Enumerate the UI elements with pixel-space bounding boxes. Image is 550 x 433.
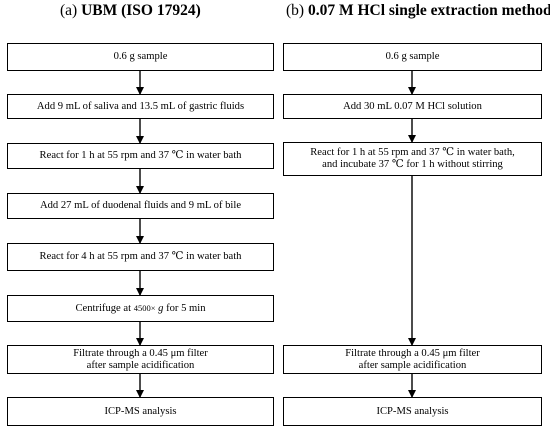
panel-b-title: 0.07 M HCl single extraction method	[307, 2, 550, 19]
panel-a-heading: (a) UBM (ISO 17924)	[60, 2, 201, 20]
a-step-react-1h: React for 1 h at 55 rpm and 37 ℃ in wate…	[7, 143, 274, 169]
a-step-add-saliva: Add 9 mL of saliva and 13.5 mL of gastri…	[7, 94, 274, 119]
a-step-icpms: ICP-MS analysis	[7, 397, 274, 426]
b-step-react-incubate: React for 1 h at 55 rpm and 37 ℃ in wate…	[283, 142, 542, 176]
panel-b-letter: (b)	[286, 2, 305, 19]
a-step-react-4h: React for 4 h at 55 rpm and 37 ℃ in wate…	[7, 243, 274, 271]
a-step-add-duodenal: Add 27 mL of duodenal fluids and 9 mL of…	[7, 193, 274, 219]
a-step-filtrate: Filtrate through a 0.45 μm filter after …	[7, 345, 274, 374]
b-step-add-hcl: Add 30 mL 0.07 M HCl solution	[283, 94, 542, 119]
b-step-filtrate: Filtrate through a 0.45 μm filter after …	[283, 345, 542, 374]
panel-a-letter: (a)	[60, 2, 78, 19]
a-step-centrifuge: Centrifuge at 4500× g for 5 min	[7, 295, 274, 322]
panel-a-title: UBM (ISO 17924)	[81, 2, 201, 19]
b-step-sample: 0.6 g sample	[283, 43, 542, 71]
a-step-sample: 0.6 g sample	[7, 43, 274, 71]
panel-b-heading: (b) 0.07 M HCl single extraction method	[286, 2, 550, 20]
b-step-icpms: ICP-MS analysis	[283, 397, 542, 426]
